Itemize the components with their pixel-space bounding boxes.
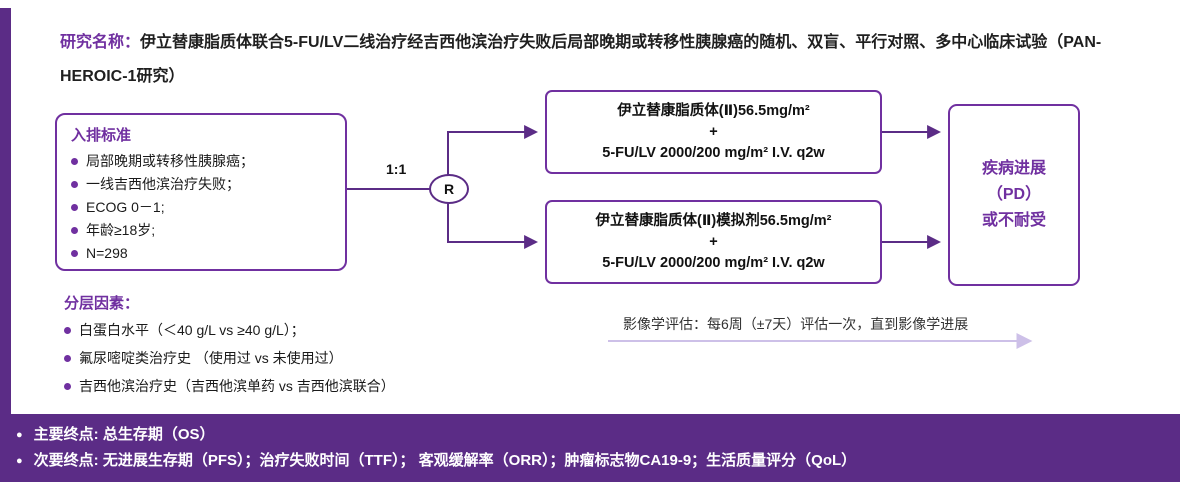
stratification-title: 分层因素：: [64, 295, 140, 312]
list-item-text: 年龄≥18岁;: [86, 222, 156, 238]
list-item: 吉西他滨治疗史（吉西他滨单药 vs 吉西他滨联合）: [64, 378, 395, 394]
bullet-dot-icon: [71, 181, 78, 188]
list-item-text: N=298: [86, 245, 128, 261]
inclusion-criteria-list: 局部晚期或转移性胰腺癌； 一线吉西他滨治疗失败； ECOG 0－1; 年龄≥18…: [71, 150, 331, 265]
outcome-line: 或不耐受: [981, 212, 1046, 229]
control-arm-box: 伊立替康脂质体(Ⅱ)模拟剂56.5mg/m² + 5-FU/LV 2000/20…: [545, 200, 882, 284]
list-item-text: 一线吉西他滨治疗失败；: [86, 176, 240, 192]
arm-plus-line: +: [709, 123, 718, 140]
list-item-text: 氟尿嘧啶类治疗史 （使用过 vs 未使用过）: [79, 350, 343, 366]
randomization-ratio: 1:1: [386, 161, 407, 177]
endpoints-banner: ● 主要终点: 总生存期（OS） ● 次要终点: 无进展生存期（PFS）；治疗失…: [0, 414, 1180, 482]
primary-endpoint-text: 主要终点: 总生存期（OS）: [33, 426, 215, 443]
randomization-node: R: [429, 174, 469, 204]
study-title-label: 研究名称：: [60, 34, 141, 51]
outcome-line: （PD）: [986, 186, 1042, 203]
list-item-text: 吉西他滨治疗史（吉西他滨单药 vs 吉西他滨联合）: [79, 378, 395, 394]
inclusion-criteria-title: 入排标准: [71, 127, 132, 144]
outcome-line: 疾病进展: [981, 160, 1046, 177]
bullet-dot-icon: [71, 250, 78, 257]
arm-plus-line: +: [709, 233, 718, 250]
list-item: 一线吉西他滨治疗失败；: [71, 173, 331, 196]
list-item: 氟尿嘧啶类治疗史 （使用过 vs 未使用过）: [64, 350, 395, 366]
list-item: N=298: [71, 242, 331, 265]
arm-drug-line: 伊立替康脂质体(Ⅱ)模拟剂56.5mg/m²: [595, 212, 832, 229]
arm-drug-line: 伊立替康脂质体(Ⅱ)56.5mg/m²: [617, 102, 810, 119]
study-title: 研究名称：伊立替康脂质体联合5-FU/LV二线治疗经吉西他滨治疗失败后局部晚期或…: [60, 26, 1164, 94]
bullet-icon: ●: [16, 429, 23, 441]
bullet-dot-icon: [71, 227, 78, 234]
secondary-endpoint-text: 次要终点: 无进展生存期（PFS）；治疗失败时间（TTF）； 客观缓解率（ORR…: [33, 452, 857, 469]
list-item: 局部晚期或转移性胰腺癌；: [71, 150, 331, 173]
list-item-text: 局部晚期或转移性胰腺癌；: [86, 153, 254, 169]
list-item: 白蛋白水平（＜40 g/L vs ≥40 g/L）；: [64, 322, 395, 338]
bullet-dot-icon: [64, 354, 71, 362]
bullet-dot-icon: [64, 326, 71, 334]
bullet-dot-icon: [71, 204, 78, 211]
bullet-dot-icon: [71, 158, 78, 165]
treatment-arm-box: 伊立替康脂质体(Ⅱ)56.5mg/m² + 5-FU/LV 2000/200 m…: [545, 90, 882, 174]
left-accent-bar: [0, 8, 11, 414]
bullet-dot-icon: [64, 382, 71, 390]
arm-regimen-line: 5-FU/LV 2000/200 mg/m² I.V. q2w: [602, 254, 825, 271]
list-item: ECOG 0－1;: [71, 196, 331, 219]
arm-regimen-line: 5-FU/LV 2000/200 mg/m² I.V. q2w: [602, 144, 825, 161]
list-item-text: ECOG 0－1;: [86, 199, 165, 215]
stratification-list: 白蛋白水平（＜40 g/L vs ≥40 g/L）； 氟尿嘧啶类治疗史 （使用过…: [64, 322, 395, 406]
primary-endpoint-line: ● 主要终点: 总生存期（OS）: [16, 422, 1164, 448]
outcome-box: 疾病进展 （PD） 或不耐受: [948, 104, 1080, 286]
list-item: 年龄≥18岁;: [71, 219, 331, 242]
study-title-text: 伊立替康脂质体联合5-FU/LV二线治疗经吉西他滨治疗失败后局部晚期或转移性胰腺…: [60, 34, 1102, 85]
list-item-text: 白蛋白水平（＜40 g/L vs ≥40 g/L）；: [79, 322, 305, 338]
bullet-icon: ●: [16, 455, 23, 467]
secondary-endpoint-line: ● 次要终点: 无进展生存期（PFS）；治疗失败时间（TTF）； 客观缓解率（O…: [16, 448, 1164, 474]
imaging-assessment-note: 影像学评估：每6周（±7天）评估一次，直到影像学进展: [623, 316, 969, 332]
inclusion-criteria-box: 入排标准 局部晚期或转移性胰腺癌； 一线吉西他滨治疗失败； ECOG 0－1; …: [55, 113, 347, 271]
